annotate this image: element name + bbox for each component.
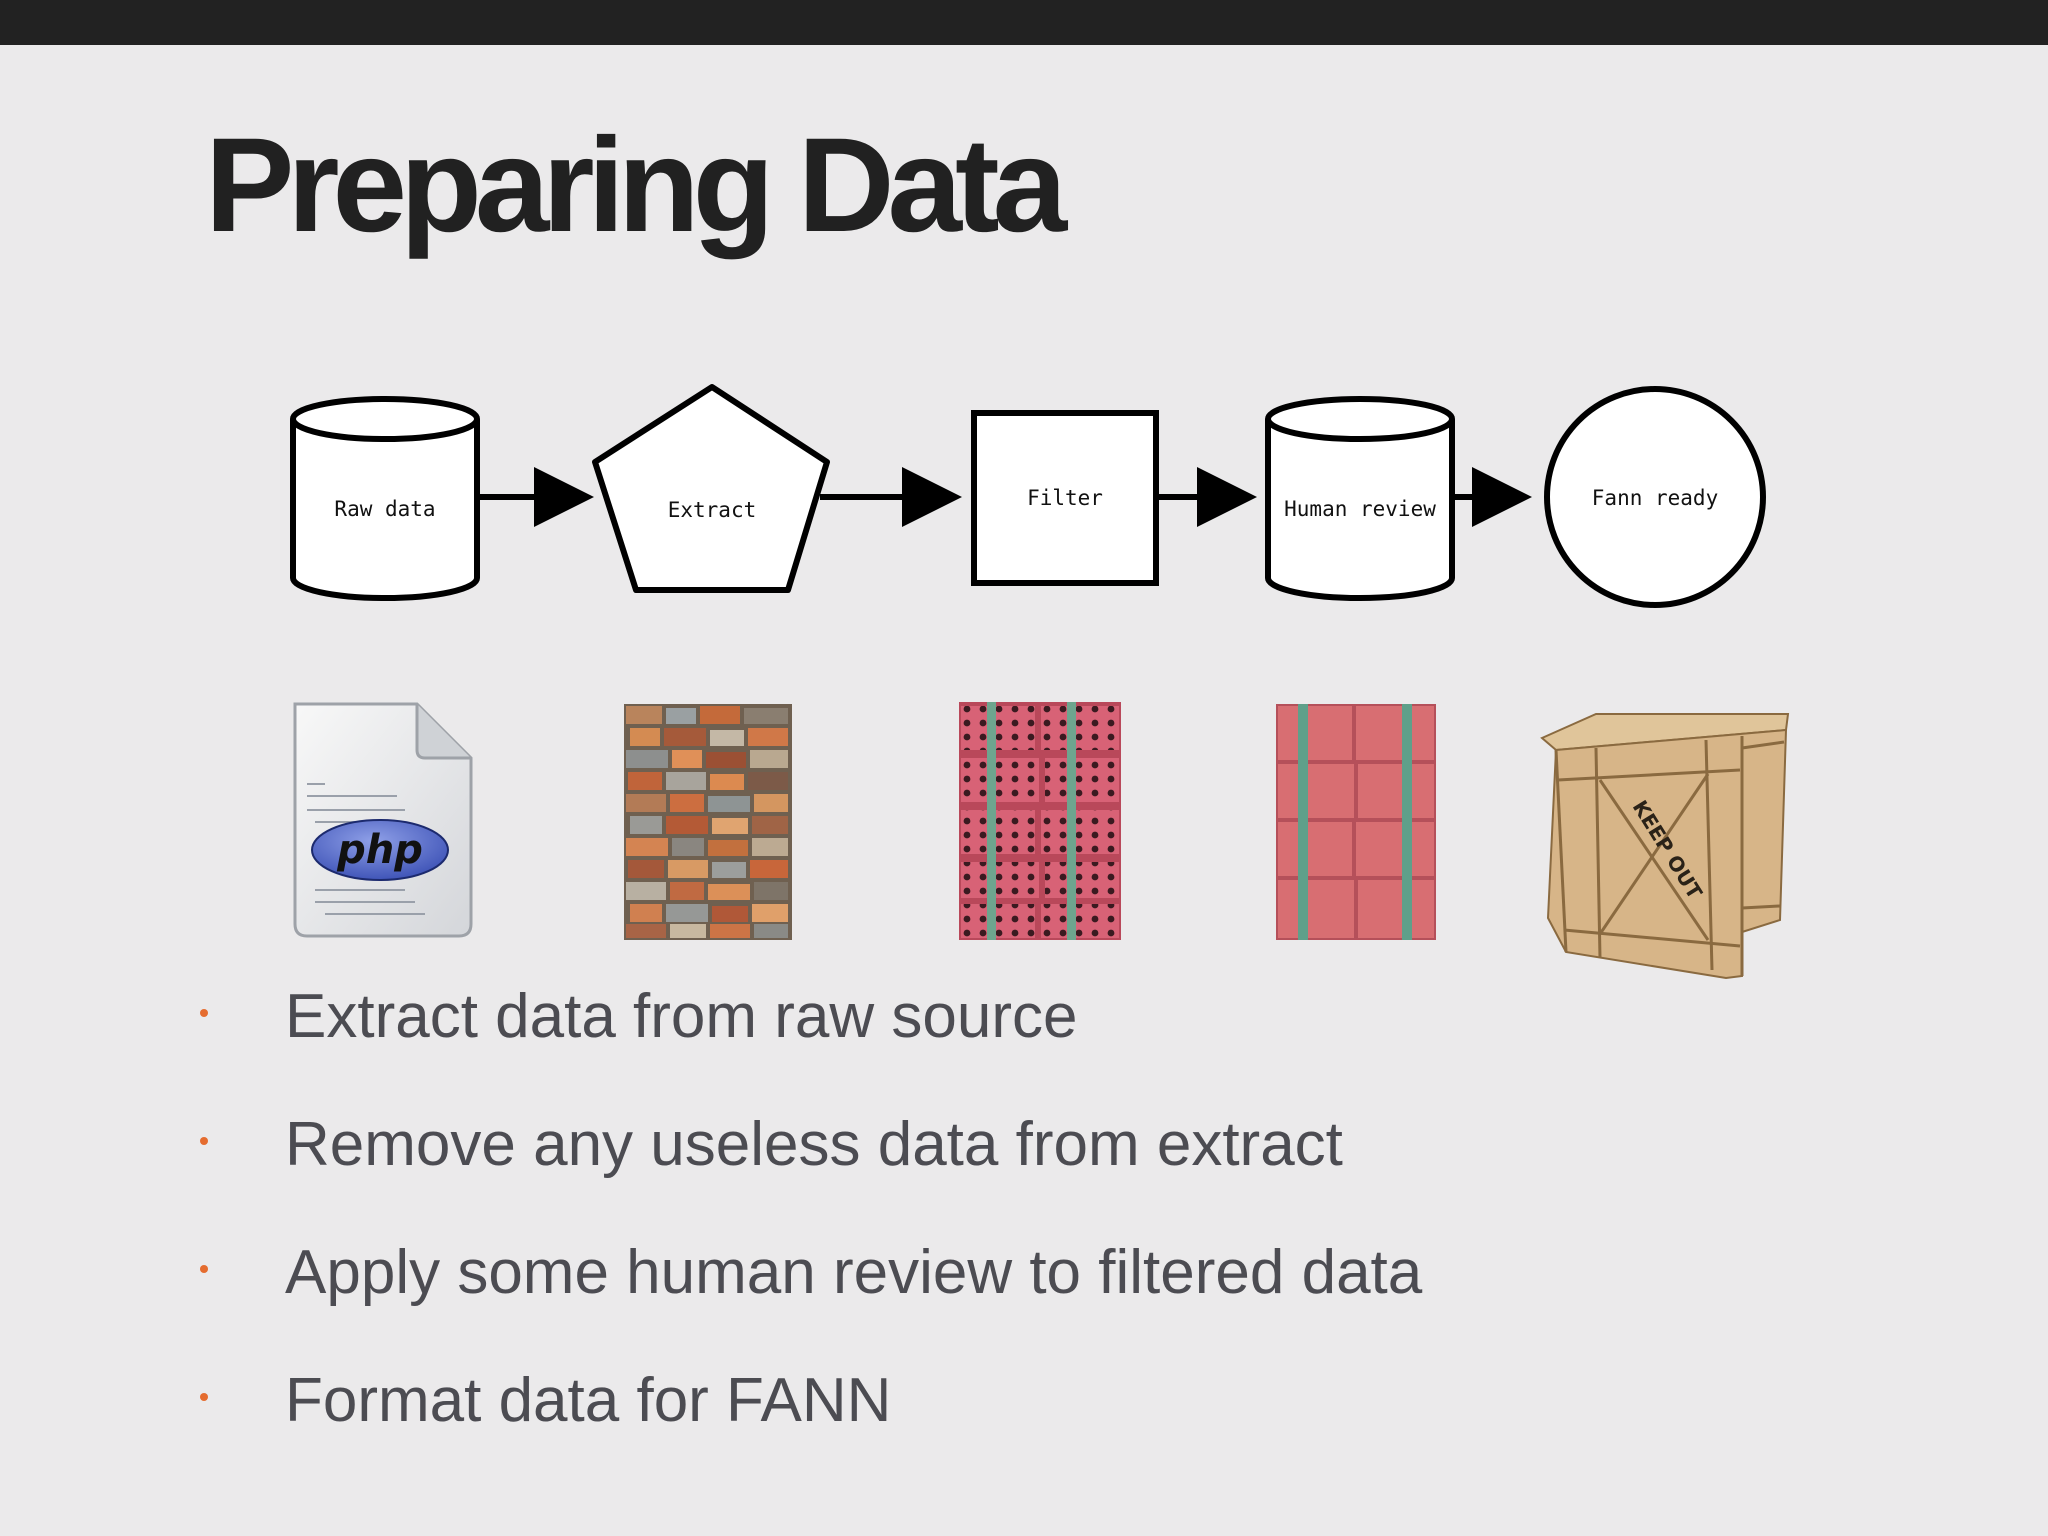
php-logo-text: php bbox=[336, 827, 423, 873]
rubble-bricks-image bbox=[624, 704, 792, 940]
strapped-red-bricks-image bbox=[1276, 704, 1436, 940]
flow-node-fann-ready: Fann ready bbox=[1544, 386, 1766, 608]
flow-node-extract: Extract bbox=[592, 384, 830, 593]
php-file-icon: php bbox=[293, 702, 473, 938]
holed-red-bricks-image bbox=[959, 702, 1121, 940]
slide-title: Preparing Data bbox=[205, 111, 1067, 260]
bullet-text: Remove any useless data from extract bbox=[285, 1110, 1343, 1179]
flow-node-label: Raw data bbox=[334, 497, 435, 521]
flow-node-raw-data: Raw data bbox=[290, 396, 480, 601]
flow-node-label: Fann ready bbox=[1592, 486, 1718, 510]
bullet-dot-icon bbox=[200, 1393, 208, 1401]
bullet-text: Apply some human review to filtered data bbox=[285, 1238, 1423, 1307]
wooden-crate-image: KEEP OUT bbox=[1540, 713, 1790, 980]
flow-node-label: Extract bbox=[668, 498, 757, 522]
bullet-dot-icon bbox=[200, 1137, 208, 1145]
bullet-dot-icon bbox=[200, 1265, 208, 1273]
flow-node-label: Filter bbox=[1027, 486, 1103, 510]
flow-node-human-review: Human review bbox=[1265, 396, 1455, 601]
bullet-text: Format data for FANN bbox=[285, 1366, 892, 1435]
flow-node-filter: Filter bbox=[971, 410, 1159, 586]
flow-diagram: Raw data Extract Filter Human review Fan… bbox=[290, 384, 1766, 608]
bullet-dot-icon bbox=[200, 1009, 208, 1017]
brick-texture bbox=[626, 706, 788, 938]
flow-node-label: Human review bbox=[1284, 497, 1436, 521]
bullet-text: Extract data from raw source bbox=[285, 982, 1078, 1051]
top-bar bbox=[0, 0, 2048, 45]
